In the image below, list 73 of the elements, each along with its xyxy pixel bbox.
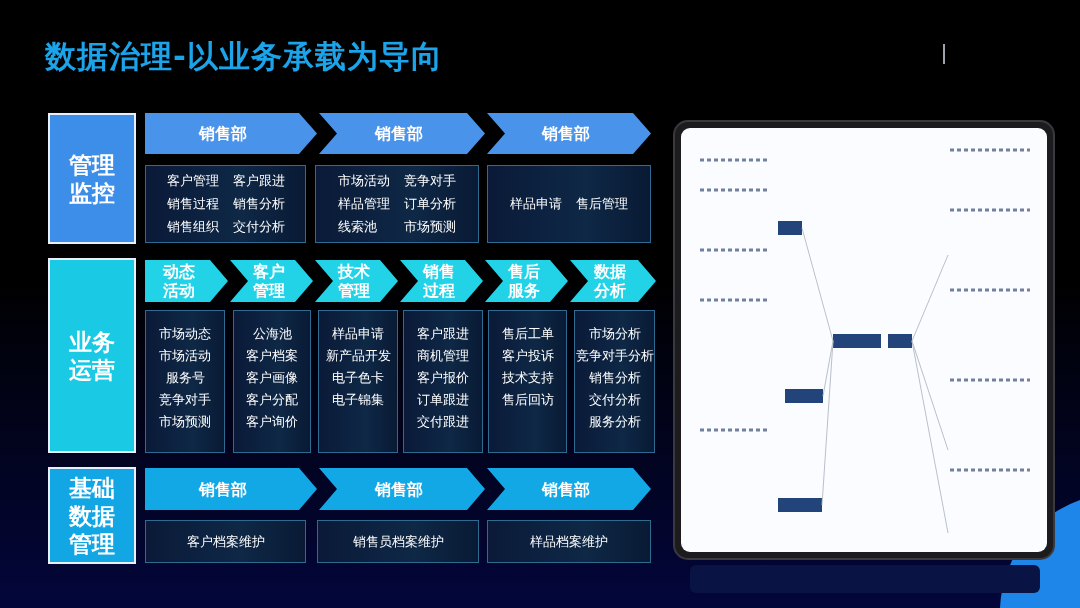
list-item: 市场活动 [159, 347, 211, 365]
step-banner: 技术管理 [315, 260, 398, 302]
box-label: 样品档案维护 [530, 532, 608, 551]
list-item: 售后回访 [501, 391, 554, 409]
step-banner: 销售部 [145, 113, 317, 154]
item-list-box [315, 165, 479, 243]
list-item: 竞争对手分析 [575, 347, 654, 365]
title: 数据治理-以业务承载为导向 [45, 37, 443, 76]
list-item: 客户报价 [417, 369, 469, 387]
list-item: 交付分析 [232, 218, 285, 236]
list-item: 客户分配 [246, 391, 298, 409]
list-item: 销售组织 [166, 218, 219, 236]
list-item: 交付分析 [588, 391, 641, 409]
list-item: 技术支持 [501, 369, 554, 387]
list-item: 新产品开发 [325, 347, 391, 365]
item-list-box [487, 165, 651, 243]
list-item: 客户管理 [166, 172, 219, 190]
list-item: 客户档案 [246, 347, 298, 365]
item-list-box [145, 520, 306, 563]
list-item: 客户跟进 [232, 172, 285, 190]
list-item: 客户询价 [246, 413, 298, 431]
list-item: 商机管理 [417, 347, 469, 365]
list-item: 市场预测 [404, 218, 456, 236]
item-list-box [403, 310, 483, 453]
item-list-box [488, 310, 567, 453]
list-item: 线索池 [338, 218, 378, 236]
category-box: 管理监控 [48, 113, 136, 244]
list-item: 公海池 [252, 325, 292, 343]
box-label: 销售员档案维护 [352, 532, 444, 551]
list-item: 电子色卡 [332, 369, 384, 387]
list-item: 竞争对手 [159, 391, 211, 409]
item-list-box [317, 520, 479, 563]
item-list-box [145, 310, 225, 453]
list-item: 服务分析 [588, 413, 641, 431]
step-banner: 数据分析 [570, 260, 656, 302]
list-item: 市场活动 [338, 172, 390, 190]
list-item: 销售分析 [588, 369, 641, 387]
list-item: 订单跟进 [417, 391, 469, 409]
item-list-box [318, 310, 398, 453]
step-banner: 销售部 [319, 113, 485, 154]
list-item: 销售分析 [232, 195, 285, 213]
step-banner: 销售过程 [400, 260, 483, 302]
list-item: 样品管理 [338, 195, 390, 213]
list-item: 样品申请 [510, 195, 562, 213]
list-item: 样品申请 [332, 325, 384, 343]
item-list-box [233, 310, 311, 453]
step-banner: 动态活动 [145, 260, 228, 302]
item-list-box [574, 310, 655, 453]
step-banner: 销售部 [145, 468, 317, 510]
list-item: 售后管理 [576, 195, 628, 213]
list-item: 市场预测 [159, 413, 211, 431]
list-item: 客户投诉 [501, 347, 554, 365]
list-item: 服务号 [165, 369, 205, 387]
list-item: 销售过程 [166, 195, 219, 213]
list-item: 市场分析 [588, 325, 641, 343]
list-item: 交付跟进 [417, 413, 469, 431]
step-banner: 销售部 [487, 468, 651, 510]
list-item: 市场动态 [159, 325, 211, 343]
list-item: 电子锦集 [332, 391, 384, 409]
item-list-box [487, 520, 651, 563]
list-item: 客户画像 [246, 369, 298, 387]
list-item: 竞争对手 [404, 172, 456, 190]
category-box: 业务运营 [48, 258, 136, 453]
category-box: 基础数据管理 [48, 467, 136, 564]
step-banner: 售后服务 [485, 260, 568, 302]
list-item: 售后工单 [501, 325, 554, 343]
step-banner: 客户管理 [230, 260, 313, 302]
item-list-box [145, 165, 306, 243]
box-label: 客户档案维护 [186, 532, 265, 551]
step-banner: 销售部 [319, 468, 485, 510]
list-item: 订单分析 [404, 195, 456, 213]
step-banner: 销售部 [487, 113, 651, 154]
list-item: 客户跟进 [417, 325, 469, 343]
